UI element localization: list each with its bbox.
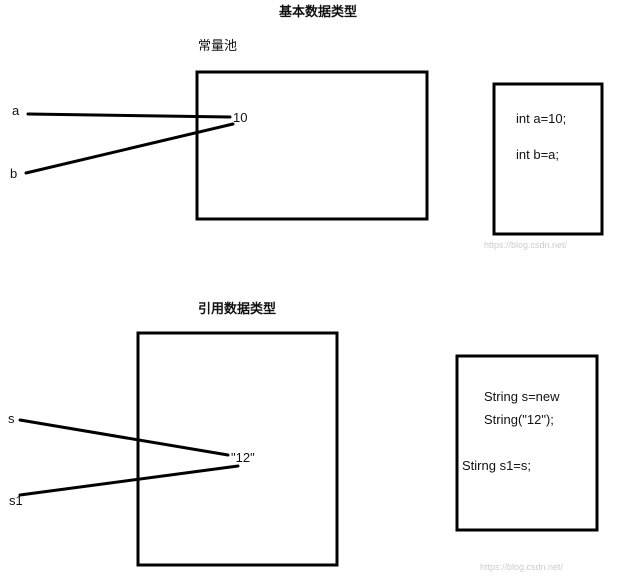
var-b-label: b (10, 166, 17, 181)
reference-code-box (455, 354, 599, 532)
code-line-2: int b=a; (516, 147, 559, 162)
var-a-label: a (12, 103, 20, 118)
var-s-label: s (8, 411, 15, 426)
constant-pool-label: 常量池 (198, 38, 237, 53)
primitive-title: 基本数据类型 (278, 4, 357, 20)
constant-pool-box (195, 70, 429, 221)
var-s1-label: s1 (9, 493, 23, 508)
watermark-1: https://blog.csdn.net/ (484, 240, 568, 250)
watermark-2: https://blog.csdn.net/ (480, 562, 564, 572)
code-line-3: String s=new (484, 389, 560, 404)
reference-title: 引用数据类型 (198, 301, 276, 317)
s-reference-line (18, 418, 230, 457)
pool-value-10: 10 (233, 110, 247, 125)
s1-reference-line (18, 464, 240, 497)
heap-value-12: "12" (231, 450, 255, 465)
code-line-4: String("12"); (484, 412, 554, 427)
code-line-1: int a=10; (516, 111, 566, 126)
b-reference-line (24, 122, 235, 175)
code-line-5: Stirng s1=s; (462, 458, 531, 473)
primitive-code-box (492, 82, 604, 236)
a-reference-line (26, 112, 232, 119)
heap-box (136, 331, 339, 567)
